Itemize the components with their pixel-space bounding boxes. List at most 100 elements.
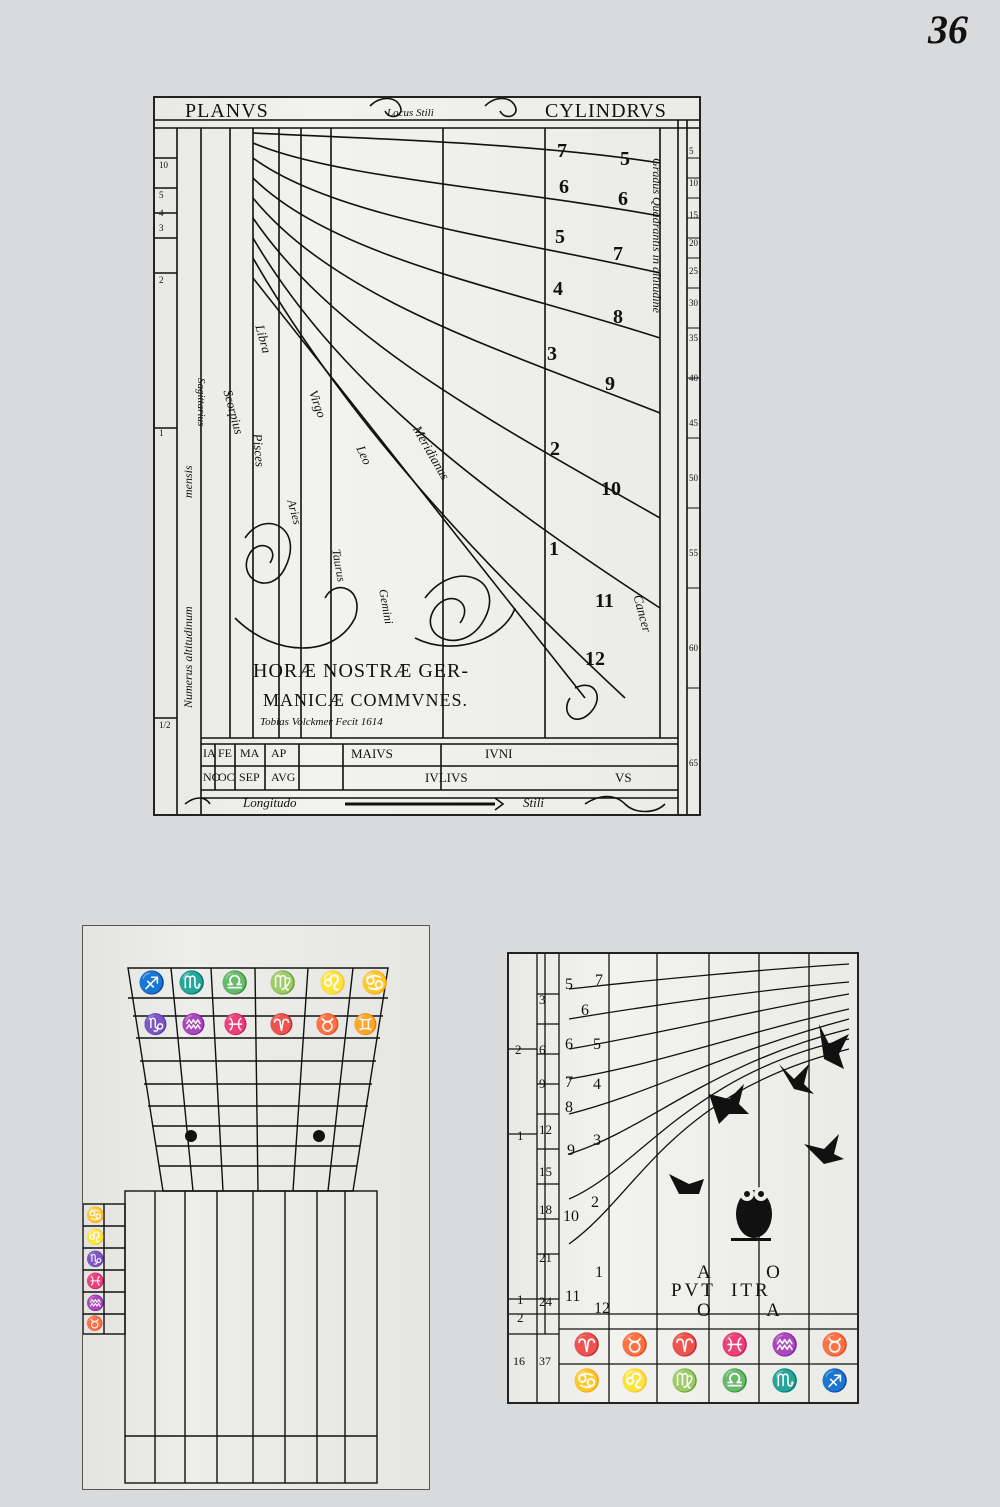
zodiac-cell: ♓ xyxy=(721,1332,749,1357)
zodiac-cell: ♎ xyxy=(221,970,249,995)
birds-illustration xyxy=(669,1024,849,1194)
zodiac-cell: ♑ xyxy=(143,1014,168,1036)
motto-line-2: PVT ITR xyxy=(671,1280,771,1301)
side-sign: ♋ xyxy=(86,1208,105,1224)
zodiac-cell: ♋ xyxy=(573,1368,601,1393)
scale-number: 25 xyxy=(689,266,698,276)
right-side-label: Gradus Quadrantis in altitudine xyxy=(650,158,664,314)
zodiac-cell: ♍ xyxy=(671,1368,699,1393)
sagittarius-label: Sagittarius xyxy=(195,378,207,427)
scale-number: 45 xyxy=(689,418,698,428)
zodiac-cell: ♊ xyxy=(353,1014,378,1036)
zodiac-cell: ♈ xyxy=(573,1332,601,1357)
hour-label: 12 xyxy=(585,648,605,670)
month-cell: IVLIVS xyxy=(425,770,468,785)
hour-label: 2 xyxy=(550,438,560,460)
month-cell: IVNI xyxy=(485,746,513,761)
scale-number: 5 xyxy=(689,146,694,156)
hour-a: 8 xyxy=(565,1099,573,1116)
zodiac-cell: ♒ xyxy=(181,1014,206,1036)
hour-label: 6 xyxy=(618,188,628,210)
hour-a: 5 xyxy=(565,976,573,993)
hour-label: 3 xyxy=(547,343,557,365)
outer-number: 1 xyxy=(517,1128,524,1143)
style-label: Stili xyxy=(523,795,544,810)
zodiac-cell: ♒ xyxy=(771,1332,799,1357)
owl-illustration xyxy=(731,1187,772,1241)
scale-number: 60 xyxy=(689,643,698,653)
outer-number: 1 xyxy=(517,1292,524,1307)
hour-b: 3 xyxy=(593,1132,601,1149)
zodiac-cell: ♐ xyxy=(138,970,166,995)
side-number: 9 xyxy=(539,1076,546,1091)
scale-number: 15 xyxy=(689,210,698,220)
zodiac-cell: ♓ xyxy=(223,1014,248,1036)
month-cell: IA xyxy=(203,746,216,760)
zodiac-cell: ♉ xyxy=(821,1332,849,1357)
heading-line-1: HORÆ NOSTRÆ GER- xyxy=(253,660,470,682)
month-cell: OC xyxy=(218,770,235,784)
hour-label: 1 xyxy=(549,538,559,560)
zodiac-cell: ♌ xyxy=(319,970,347,995)
motto-line-3: O A xyxy=(697,1300,784,1321)
length-label: Longitudo xyxy=(243,795,297,810)
month-cell: AP xyxy=(271,746,287,760)
hour-label: 4 xyxy=(553,278,563,300)
side-number: 21 xyxy=(539,1250,552,1265)
page-number: 36 xyxy=(928,7,968,52)
motto-line-1: A O xyxy=(697,1262,784,1283)
scale-number: 65 xyxy=(689,758,698,768)
month-cell: MA xyxy=(240,746,260,760)
left-side-label-2: mensis xyxy=(181,465,195,498)
year-left: 16 xyxy=(513,1354,525,1368)
hour-label: 5 xyxy=(555,226,565,248)
title-right: CYLINDRVS xyxy=(545,100,667,122)
heading-line-2: MANICÆ COMMVNES. xyxy=(263,690,469,710)
zodiac-cell: ♎ xyxy=(721,1368,749,1393)
side-sign: ♒ xyxy=(86,1296,105,1312)
month-cell: AVG xyxy=(271,770,296,784)
hour-label: 8 xyxy=(613,306,623,328)
owl-dial-lines xyxy=(509,954,857,1402)
hour-label: 7 xyxy=(557,140,567,162)
side-number: 24 xyxy=(539,1294,552,1309)
side-sign: ♉ xyxy=(86,1317,104,1332)
side-sign: ♌ xyxy=(86,1230,105,1246)
zodiac-cell: ♉ xyxy=(621,1332,649,1357)
hour-b: 6 xyxy=(581,1002,589,1019)
zodiac-cell: ♐ xyxy=(821,1368,849,1393)
hour-a: 6 xyxy=(565,1036,573,1053)
hour-label: 6 xyxy=(559,176,569,198)
side-number: 15 xyxy=(539,1164,552,1179)
month-cell: NO xyxy=(203,770,221,784)
hour-a: 7 xyxy=(565,1074,573,1091)
year-right: 37 xyxy=(539,1354,551,1368)
left-side-label: Numerus altitudinum xyxy=(181,606,195,708)
side-sign: ♓ xyxy=(86,1274,105,1290)
zodiac-cell: ♏ xyxy=(178,970,206,995)
owl-dial: 3 6 9 12 15 18 21 24 2 1 1 2 5 6 7 8 9 1… xyxy=(507,952,859,1404)
scale-number: 2 xyxy=(159,275,164,285)
side-number: 6 xyxy=(539,1042,546,1057)
scale-number: 1/2 xyxy=(159,720,171,730)
hour-b: 4 xyxy=(593,1076,601,1093)
zodiac-cell: ♋ xyxy=(361,970,389,995)
scale-number: 3 xyxy=(159,223,164,233)
month-cell: MAIVS xyxy=(351,746,393,761)
hour-12: 12 xyxy=(594,1300,610,1317)
month-cell: VS xyxy=(615,770,632,785)
zodiac-cell: ♏ xyxy=(771,1368,799,1393)
hour-label: 5 xyxy=(620,148,630,170)
scale-number: 55 xyxy=(689,548,698,558)
scale-number: 30 xyxy=(689,298,698,308)
zodiac-cell: ♈ xyxy=(671,1332,699,1357)
scale-number: 35 xyxy=(689,333,698,343)
month-cell: SEP xyxy=(239,770,260,784)
trapezoid-lines xyxy=(83,967,389,1484)
scale-number: 4 xyxy=(159,208,164,218)
plane-cylinder-dial: PLANVS CYLINDRVS Locus Stili Numerus alt… xyxy=(153,96,701,816)
hour-b: 7 xyxy=(595,972,603,989)
hour-label: 10 xyxy=(601,478,621,500)
hour-b: 1 xyxy=(595,1264,603,1281)
scale-number: 10 xyxy=(159,160,168,170)
